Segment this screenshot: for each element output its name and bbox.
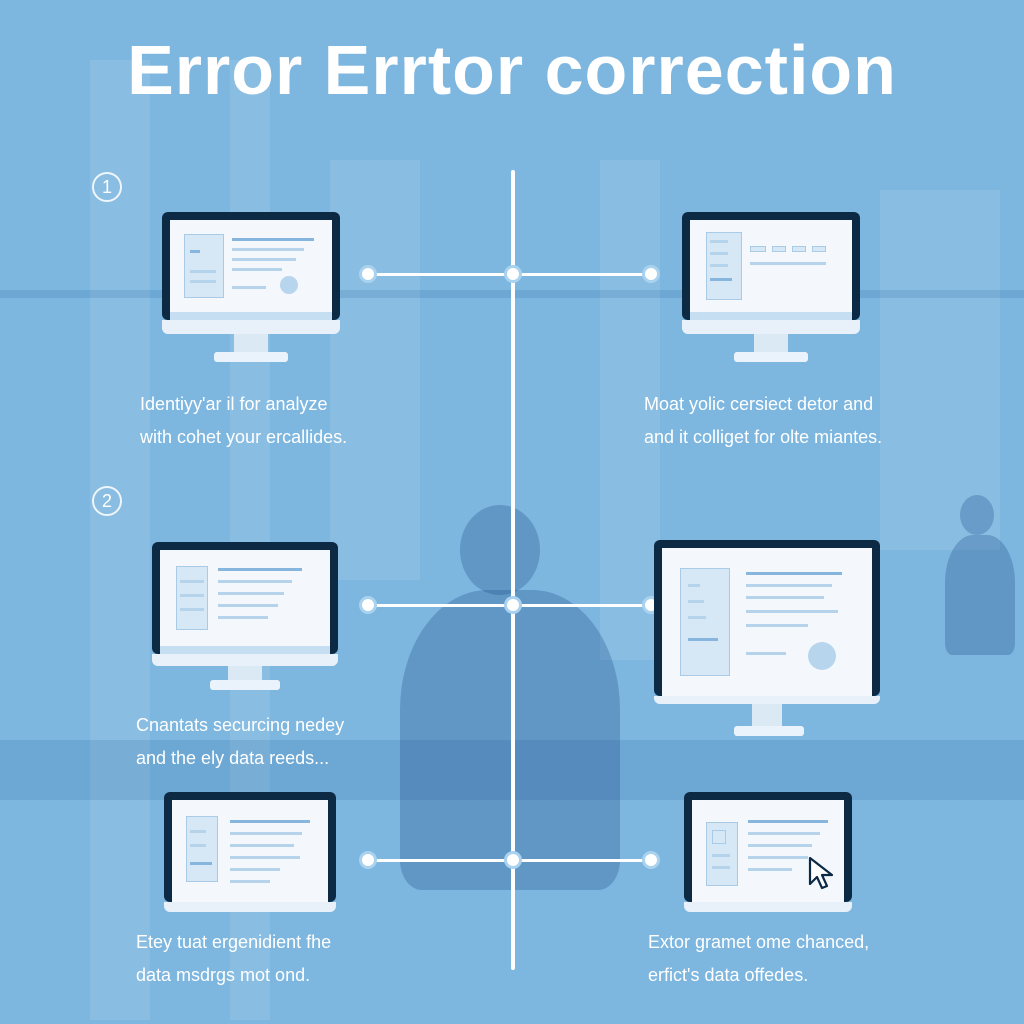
connector-dot [504,851,522,869]
connector-dot [359,265,377,283]
caption-line: data msdrgs mot ond. [136,965,311,985]
step-number-2: 2 [92,486,122,516]
caption-line: and it colliget for olte miantes. [644,427,883,447]
connector-dot [642,851,660,869]
caption-line: erfict's data offedes. [648,965,809,985]
monitor-icon [684,792,852,914]
caption-row-3-right: Extor gramet ome chanced, erfict's data … [648,926,869,992]
caption-line: Etey tuat ergenidient fhe [136,932,332,952]
caption-row-1-right: Moat yolic cersiect detor and and it col… [644,388,882,454]
connector-dot [359,596,377,614]
connector-dot [504,596,522,614]
caption-row-1-left: Identiyy'ar il for analyze with cohet yo… [140,388,347,454]
step-number-1: 1 [92,172,122,202]
caption-line: with cohet your ercallides. [140,427,348,447]
cursor-arrow-icon [808,856,834,890]
caption-line: Extor gramet ome chanced, [648,932,870,952]
connector-dot [359,851,377,869]
connector-dot [642,265,660,283]
caption-row-2-left: Cnantats securcing nedey and the ely dat… [136,709,344,775]
caption-line: Cnantats securcing nedey [136,715,345,735]
monitor-icon [164,792,336,914]
timeline-spine [511,170,515,970]
caption-line: Identiyy'ar il for analyze [140,394,328,414]
connector-dot [504,265,522,283]
monitor-icon [162,212,340,366]
page-title: Error Errtor correction [127,31,897,109]
monitor-icon [152,542,338,692]
caption-row-3-left: Etey tuat ergenidient fhe data msdrgs mo… [136,926,331,992]
monitor-icon [682,212,860,366]
caption-line: Moat yolic cersiect detor and [644,394,874,414]
caption-line: and the ely data reeds... [136,748,330,768]
monitor-icon [654,540,880,740]
